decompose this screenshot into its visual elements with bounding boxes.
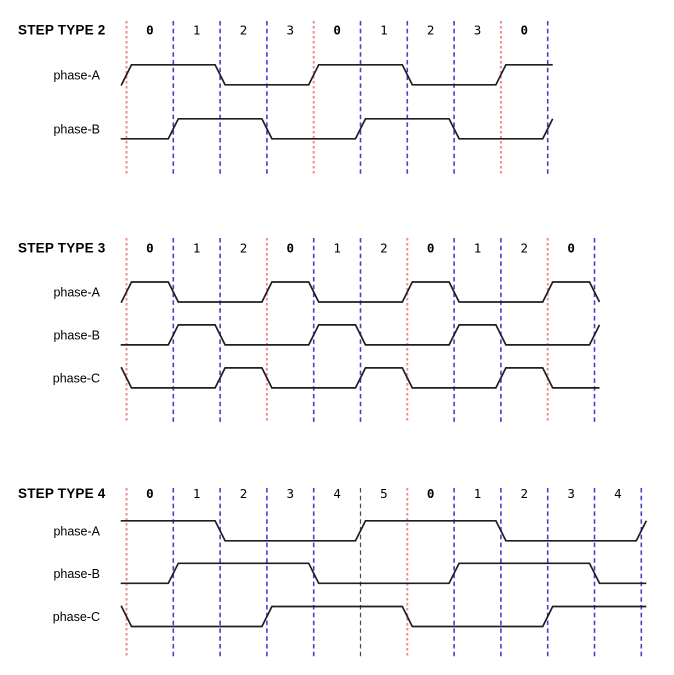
step-number: 1 xyxy=(380,23,388,38)
step-number: 3 xyxy=(474,23,482,38)
diagram-title: STEP TYPE 3 xyxy=(18,241,106,256)
phase-label: phase-B xyxy=(53,567,100,581)
phase-a-waveform xyxy=(120,519,648,542)
step-number: 2 xyxy=(521,241,529,256)
step-number: 0 xyxy=(567,241,575,256)
step-number: 0 xyxy=(427,486,435,501)
phase-label: phase-A xyxy=(53,286,100,300)
step-number: 2 xyxy=(380,241,388,256)
phase-b-waveform xyxy=(120,324,601,346)
step-number: 0 xyxy=(146,23,154,38)
step-number: 1 xyxy=(474,486,482,501)
step-number: 2 xyxy=(521,486,529,501)
step-number: 3 xyxy=(287,486,295,501)
diagram-title: STEP TYPE 2 xyxy=(18,23,106,38)
step-number: 0 xyxy=(521,23,529,38)
step-number: 1 xyxy=(333,241,341,256)
step-number: 0 xyxy=(427,241,435,256)
step-number: 0 xyxy=(333,23,341,38)
phase-a-waveform xyxy=(120,281,601,303)
diagram-title: STEP TYPE 4 xyxy=(18,486,106,501)
step-number: 1 xyxy=(474,241,482,256)
step-number: 5 xyxy=(380,486,388,501)
step-number: 0 xyxy=(287,241,295,256)
step-number: 1 xyxy=(193,241,201,256)
step-number: 3 xyxy=(567,486,575,501)
phase-c-waveform xyxy=(120,367,600,389)
step-number: 2 xyxy=(240,486,248,501)
step-number: 4 xyxy=(333,486,341,501)
step-number: 2 xyxy=(240,23,248,38)
phase-c-waveform xyxy=(120,605,647,628)
phase-b-waveform xyxy=(120,562,647,585)
phase-a-waveform xyxy=(120,63,553,86)
phase-b-waveform xyxy=(120,117,554,140)
phase-label: phase-C xyxy=(53,371,100,385)
step-number: 2 xyxy=(427,23,435,38)
phase-label: phase-A xyxy=(53,524,100,538)
step-number: 1 xyxy=(193,486,201,501)
step-type-3-diagram: STEP TYPE 3 0 1 2 0 1 2 0 1 2 0 phase-A phase-B phase… xyxy=(18,238,601,423)
step-number: 1 xyxy=(193,23,201,38)
step-number: 0 xyxy=(146,241,154,256)
step-number: 3 xyxy=(287,23,295,38)
phase-label: phase-A xyxy=(53,68,100,82)
phase-label: phase-C xyxy=(53,610,100,624)
step-type-2-diagram: STEP TYPE 2 0 1 2 3 0 1 2 3 0 phase-A phase-B xyxy=(18,21,554,174)
phase-label: phase-B xyxy=(53,122,100,136)
step-number: 0 xyxy=(146,486,154,501)
phase-label: phase-B xyxy=(53,328,100,342)
step-number: 2 xyxy=(240,241,248,256)
step-type-4-diagram: STEP TYPE 4 0 1 2 3 4 5 0 1 2 3 4 phase-A phase-B phas… xyxy=(18,486,648,658)
step-number: 4 xyxy=(614,486,622,501)
